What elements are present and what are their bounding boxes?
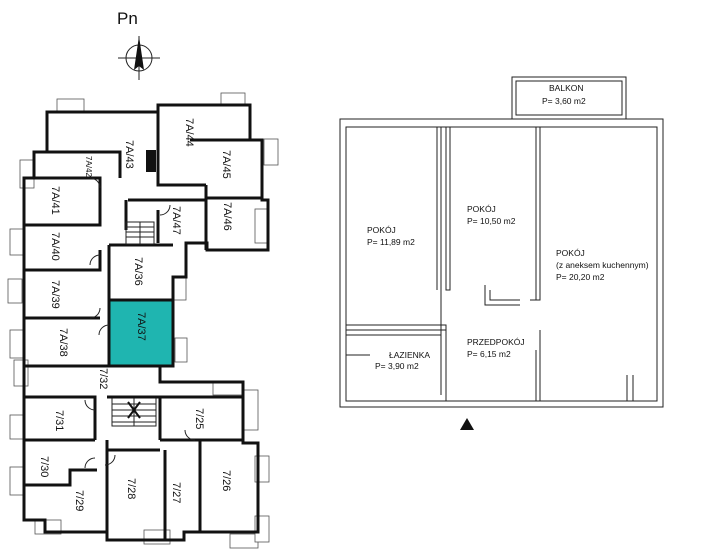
building-outline xyxy=(22,103,270,542)
room-area: P= 11,89 m2 xyxy=(367,237,415,247)
unit-label: 7A/45 xyxy=(220,150,232,179)
unit-label: 7A/37 xyxy=(135,312,147,341)
unit-label: 7A/44 xyxy=(183,118,195,147)
door-swings xyxy=(84,177,196,469)
unit-label: 7A/47 xyxy=(170,206,182,235)
room-note: (z aneksem kuchennym) xyxy=(556,260,649,270)
inner-walls-upper xyxy=(24,112,262,368)
unit-label: 7/25 xyxy=(193,408,205,429)
unit-label: 7A/40 xyxy=(49,232,61,261)
unit-label: 7A/39 xyxy=(49,280,61,309)
room-name: PRZEDPOKÓJ xyxy=(467,337,525,347)
unit-label: 7/30 xyxy=(38,456,50,477)
apartment-outer-wall xyxy=(339,118,664,408)
unit-label: 7/28 xyxy=(125,478,137,499)
room-partitions xyxy=(345,126,634,401)
room-area: P= 10,50 m2 xyxy=(467,216,516,226)
north-label: Pn xyxy=(117,9,138,28)
room-name: POKÓJ xyxy=(467,204,496,214)
room-area: P= 20,20 m2 xyxy=(556,272,605,282)
room-area: P= 3,60 m2 xyxy=(542,96,586,106)
site-plan: 7A/43 7A/44 7A/42 7A/45 7A/41 7A/47 7A/4… xyxy=(7,92,279,549)
compass-needle-icon xyxy=(134,36,144,70)
unit-labels: 7A/43 7A/44 7A/42 7A/45 7A/41 7A/47 7A/4… xyxy=(38,118,233,511)
room-area: P= 3,90 m2 xyxy=(375,361,419,371)
room-name: POKÓJ xyxy=(367,225,396,235)
stairs-upper xyxy=(125,221,155,245)
unit-label: 7A/41 xyxy=(49,186,61,215)
apartment-plan: BALKON P= 3,60 m2 POKÓJ P= 11,89 m2 POKÓ… xyxy=(339,76,664,430)
unit-highlight-7a-37[interactable] xyxy=(107,298,175,368)
unit-label: 7A/46 xyxy=(221,202,233,231)
unit-label: 7/31 xyxy=(53,410,65,431)
unit-label: 7/32 xyxy=(97,368,109,389)
shaft-block xyxy=(146,150,156,172)
unit-label: 7A/42 xyxy=(84,156,93,177)
room-labels: BALKON P= 3,60 m2 POKÓJ P= 11,89 m2 POKÓ… xyxy=(367,83,649,371)
room-area: P= 6,15 m2 xyxy=(467,349,511,359)
unit-label: 7/29 xyxy=(73,490,85,511)
stairs-lower xyxy=(111,397,157,427)
balcony-blocks xyxy=(7,92,279,549)
unit-label: 7/27 xyxy=(170,482,182,503)
room-name: BALKON xyxy=(549,83,584,93)
balcony-inner xyxy=(515,80,623,116)
room-name: POKÓJ xyxy=(556,248,585,258)
north-arrow: Pn xyxy=(117,9,160,80)
unit-label: 7A/36 xyxy=(132,257,144,286)
room-name: ŁAZIENKA xyxy=(389,350,430,360)
unit-label: 7A/38 xyxy=(57,328,69,357)
unit-label: 7A/43 xyxy=(123,140,135,169)
unit-label: 7/26 xyxy=(220,470,232,491)
entrance-arrow-icon xyxy=(460,418,474,430)
inner-walls-lower xyxy=(24,395,243,540)
